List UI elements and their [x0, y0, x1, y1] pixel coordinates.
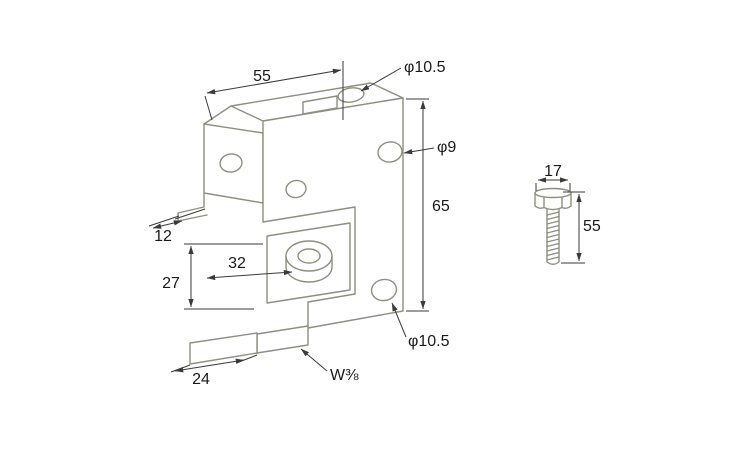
channel-foot	[189, 332, 258, 365]
dimension-lines	[148, 61, 585, 373]
label-bolt-length: 55	[583, 218, 601, 235]
bracket-step	[177, 192, 208, 222]
top-slot	[302, 95, 338, 115]
wing-hole	[219, 153, 243, 173]
bend-face-hole	[285, 179, 307, 199]
thread-line	[546, 220, 560, 225]
thread-line	[546, 233, 560, 239]
thread-line	[546, 211, 560, 216]
label-overall-height: 65	[432, 198, 450, 215]
thread-line	[546, 251, 560, 257]
dim-thread-leader	[300, 348, 328, 372]
bolt-head-top	[534, 187, 572, 199]
dim12-ext-a	[148, 215, 180, 227]
label-thread-size: W⅜	[330, 367, 359, 384]
dim32-line	[206, 269, 293, 281]
thread-line	[546, 242, 560, 248]
bolt-threads	[546, 211, 560, 261]
dim-lowerhole-leader	[391, 302, 407, 338]
bracket-view	[177, 82, 404, 365]
label-front-hole-dia: φ9	[437, 139, 456, 156]
front-hole-upper	[377, 141, 403, 163]
front-hole-lower	[370, 278, 398, 302]
threaded-hole	[297, 248, 321, 264]
dim12-ext-b	[174, 208, 206, 220]
dim-phi9-leader	[403, 147, 435, 155]
dim24-line	[174, 358, 245, 373]
dim24-ext-a	[170, 364, 191, 373]
top-hole	[337, 87, 365, 103]
channel-strip	[256, 325, 309, 354]
label-top-width: 55	[253, 68, 271, 85]
dim12-line	[152, 220, 183, 229]
label-lower-hole-dia: φ10.5	[408, 333, 450, 350]
dim55-line	[206, 68, 342, 95]
thread-line	[546, 247, 560, 252]
dim-tophole-leader	[360, 67, 402, 92]
bracket-wing-top-edge	[203, 105, 232, 125]
thread-line	[546, 256, 560, 261]
label-foot-width: 24	[192, 371, 210, 388]
dimension-labels: 55 φ10.5 φ9 65 12 27 32 24 W⅜ φ10.5 17 5…	[154, 59, 601, 388]
label-opening-height: 27	[162, 275, 180, 292]
label-step-depth: 12	[154, 228, 172, 245]
thread-line	[546, 224, 560, 230]
bolt-view	[534, 187, 572, 265]
thread-line	[546, 238, 560, 243]
dim55-ext-left	[204, 95, 213, 121]
bracket-front-plate	[262, 97, 404, 329]
label-top-hole-dia: φ10.5	[404, 59, 446, 76]
label-boss-offset: 32	[228, 255, 246, 272]
thread-line	[546, 229, 560, 234]
thread-line	[546, 215, 560, 221]
label-bolt-head-width: 17	[544, 163, 562, 180]
